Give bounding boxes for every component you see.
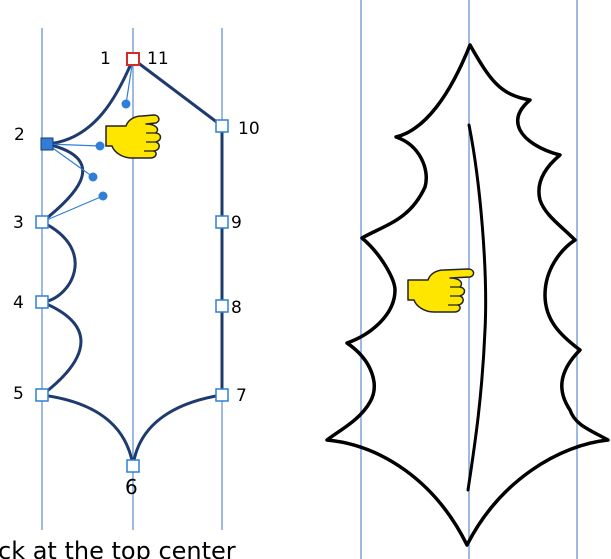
point-label: 3 — [13, 213, 24, 233]
anchor-point-4[interactable] — [35, 295, 49, 309]
anchor-point-1[interactable] — [126, 52, 140, 66]
anchor-point-10[interactable] — [215, 119, 229, 133]
left-panel: 1 11 2 10 3 9 4 8 5 7 6 — [13, 28, 260, 530]
point-label: 6 — [125, 475, 138, 499]
anchor-point-5[interactable] — [35, 388, 49, 402]
anchor-point-6[interactable] — [126, 459, 140, 473]
handle-dot[interactable] — [95, 141, 105, 151]
point-label: 8 — [231, 298, 242, 318]
handle-dot[interactable] — [88, 172, 98, 182]
pointing-hand-icon — [407, 268, 475, 313]
anchor-points — [35, 52, 229, 473]
point-label: 7 — [236, 386, 247, 406]
holly-leaf-outline — [325, 43, 610, 547]
anchor-point-2[interactable] — [40, 137, 54, 151]
anchor-point-3[interactable] — [35, 215, 49, 229]
point-label: 4 — [13, 293, 24, 313]
point-label: 1 — [100, 49, 111, 69]
anchor-point-7[interactable] — [215, 388, 229, 402]
control-handles — [41, 58, 134, 223]
anchor-point-9[interactable] — [215, 215, 229, 229]
point-label: 11 — [147, 49, 169, 69]
point-label: 9 — [231, 213, 242, 233]
point-labels: 1 11 2 10 3 9 4 8 5 7 6 — [13, 49, 260, 499]
handle-dot[interactable] — [98, 191, 108, 201]
handle-dot[interactable] — [121, 99, 131, 109]
point-label: 10 — [238, 119, 260, 139]
right-panel — [325, 0, 610, 559]
point-label: 5 — [13, 384, 24, 404]
pointing-hand-icon — [105, 114, 162, 159]
leaf-midrib — [466, 123, 488, 492]
caption-text: ck at the top center — [0, 537, 236, 559]
anchor-point-8[interactable] — [215, 299, 229, 313]
point-label: 2 — [14, 125, 25, 145]
